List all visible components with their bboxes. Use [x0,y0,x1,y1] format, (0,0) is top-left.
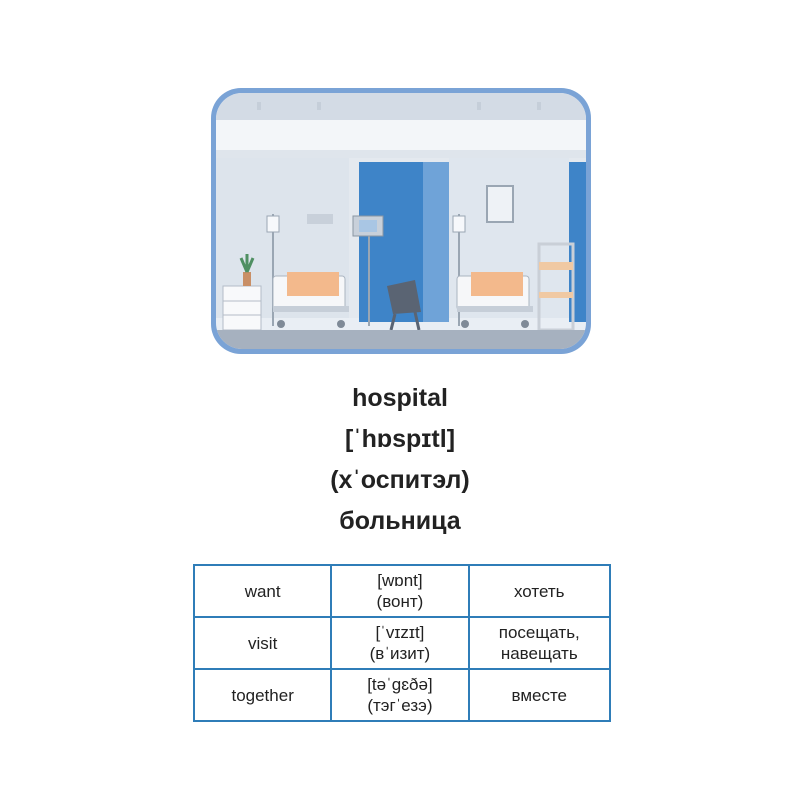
vocab-transcription-cell: [ˈvɪzɪt] (вˈизит) [330,616,470,670]
vocab-transcription: [ˈvɪzɪt] [375,623,425,642]
word-english: hospital [352,384,448,412]
vocab-translation-cell: хотеть [467,564,612,618]
word-transcription: [ˈhɒspɪtl] [344,425,456,453]
word-pronunciation: (хˈоспитэл) [330,466,470,494]
vocab-translation-cell: посещать, навещать [467,616,612,670]
vocab-pronunciation: (вонт) [376,592,424,611]
vocab-word: want [192,564,333,618]
vocab-translation-cell: вместе [467,668,612,722]
vocab-word: visit [192,616,333,670]
vocab-transcription-cell: [təˈgɛðə] (тэгˈезэ) [330,668,470,722]
vocab-translation: хотеть [514,581,565,601]
vocab-table: want [wɒnt] (вонт) хотеть visit [ˈvɪzɪt]… [192,564,612,722]
vocab-translation: вместе [511,685,568,705]
hospital-room-illustration [211,88,591,354]
vocab-translation: навещать [500,644,578,663]
vocab-pronunciation: (вˈизит) [369,644,431,663]
table-row: together [təˈgɛðə] (тэгˈезэ) вместе [192,668,612,722]
word-translation: больница [339,507,461,535]
vocab-transcription-cell: [wɒnt] (вонт) [330,564,470,618]
vocab-word: together [192,668,333,722]
vocab-pronunciation: (тэгˈезэ) [367,696,433,715]
vocab-transcription: [təˈgɛðə] [367,675,433,694]
table-row: visit [ˈvɪzɪt] (вˈизит) посещать, навеща… [192,616,612,670]
vocab-translation: посещать, [498,623,580,642]
vocab-transcription: [wɒnt] [377,571,423,590]
word-card: hospital [ˈhɒspɪtl] (хˈоспитэл) больница [0,378,800,542]
table-row: want [wɒnt] (вонт) хотеть [192,564,612,618]
